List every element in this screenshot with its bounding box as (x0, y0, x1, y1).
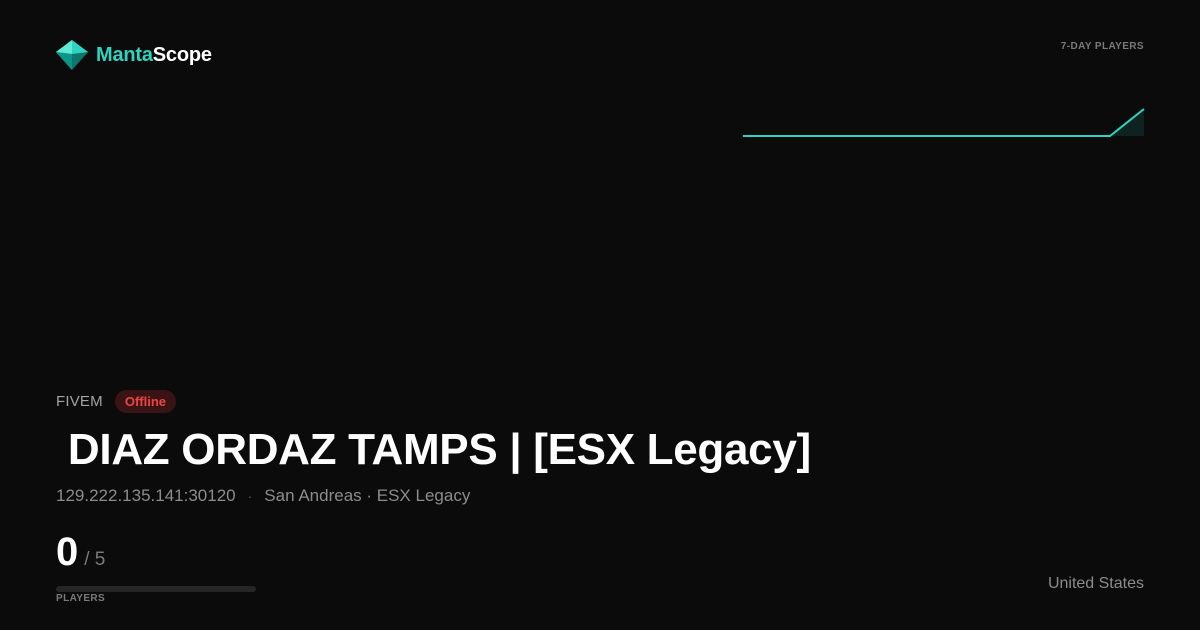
game-label: FIVEM (56, 393, 103, 410)
server-meta: FIVEM Offline (56, 390, 177, 413)
chart-label: 7-DAY PLAYERS (1060, 41, 1144, 52)
server-title: DIAZ ORDAZ TAMPS | [ESX Legacy] (56, 425, 811, 474)
sparkline-area (743, 109, 1144, 136)
brand-name-accent: Manta (96, 43, 153, 66)
players-current: 0 (56, 530, 79, 574)
server-info: 129.222.135.141:30120 · San Andreas · ES… (56, 486, 470, 506)
brand-name-rest: Scope (152, 43, 212, 66)
brand-name: MantaScope (96, 44, 212, 67)
brand-logo[interactable]: MantaScope (56, 40, 212, 70)
players-max: / 5 (84, 549, 106, 570)
player-sparkline (743, 108, 1145, 137)
status-badge: Offline (114, 390, 177, 413)
player-count: 0 / 5 (56, 532, 105, 572)
players-label: PLAYERS (56, 593, 106, 604)
sparkline-line (743, 108, 1145, 137)
manta-gem-icon (56, 40, 88, 70)
info-separator: · (247, 488, 253, 504)
server-address[interactable]: 129.222.135.141:30120 (56, 486, 236, 505)
players-progress (56, 586, 256, 592)
server-tags: San Andreas · ESX Legacy (264, 486, 471, 505)
server-country: United States (1047, 575, 1144, 592)
